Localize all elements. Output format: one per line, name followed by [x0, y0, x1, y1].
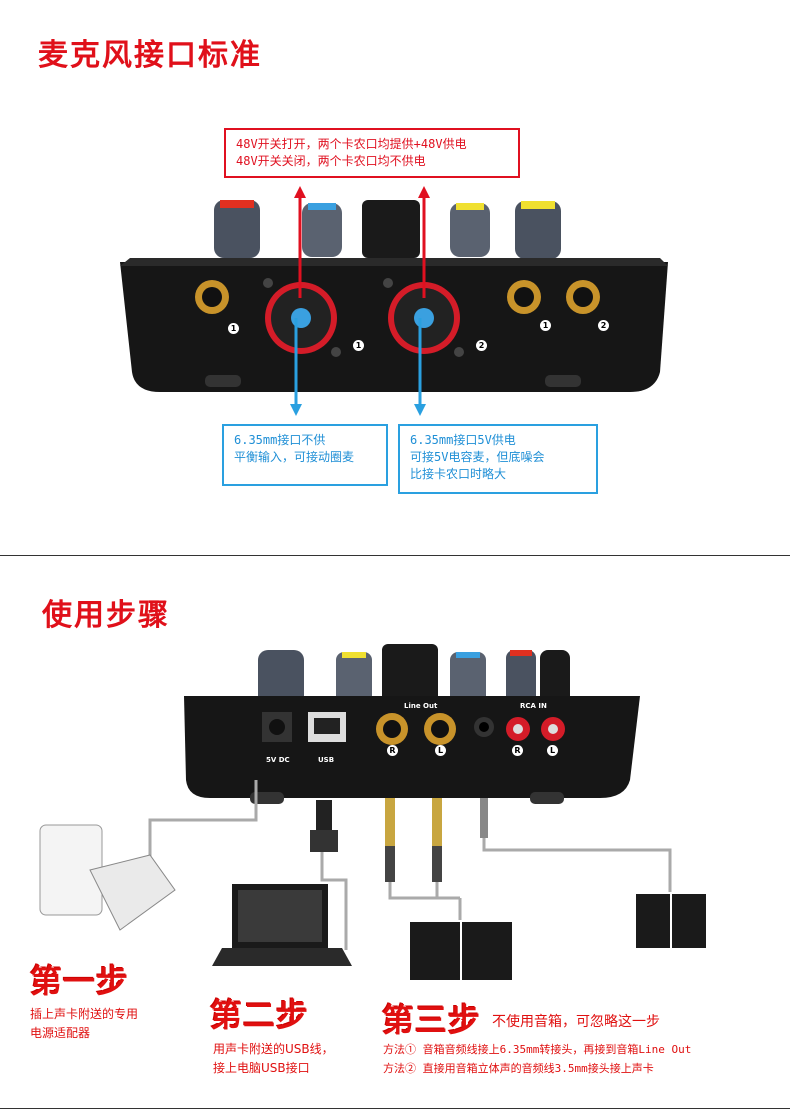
method-1: 方法① 音箱音频线接上6.35mm转接头，再接到音箱Line Out: [383, 1043, 692, 1056]
note-line: 比接卡农口时略大: [410, 467, 507, 481]
desc-line: 接上电脑USB接口: [213, 1061, 310, 1075]
channel-l-label: L: [547, 745, 558, 756]
section1-title: 麦克风接口标准: [38, 38, 262, 73]
knob-row: [214, 200, 561, 259]
step1-description: 插上声卡附送的专用 电源适配器: [30, 1005, 138, 1043]
jack-number: 2: [598, 320, 609, 331]
step2-description: 用声卡附送的USB线， 接上电脑USB接口: [213, 1040, 334, 1078]
device-front-illustration: [120, 186, 668, 416]
jack-number: 1: [353, 340, 364, 351]
note-line: 6.35mm接口5V供电: [410, 433, 516, 447]
step3-methods: 方法① 音箱音频线接上6.35mm转接头，再接到音箱Line Out 方法② 直…: [383, 1040, 691, 1078]
section2-title: 使用步骤: [42, 598, 170, 633]
bottom-divider: [0, 1108, 790, 1109]
note-line: 6.35mm接口不供: [234, 433, 326, 447]
note-line: 平衡输入，可接动圈麦: [234, 450, 355, 464]
step3-title: 第三步: [382, 1001, 482, 1039]
channel-r-label: R: [387, 745, 398, 756]
rca-in-label: RCA IN: [520, 702, 547, 710]
jack-number: 1: [540, 320, 551, 331]
jack-number: 1: [228, 323, 239, 334]
channel-l-label: L: [435, 745, 446, 756]
step2-title: 第二步: [210, 996, 310, 1034]
note-line: 48V开关关闭，两个卡农口均不供电: [236, 154, 426, 168]
channel-r-label: R: [512, 745, 523, 756]
right-input-note: 6.35mm接口5V供电 可接5V电容麦，但底噪会 比接卡农口时略大: [398, 424, 598, 494]
note-line: 48V开关打开，两个卡农口均提供+48V供电: [236, 137, 467, 151]
desc-line: 用声卡附送的USB线，: [213, 1042, 334, 1056]
step3-note: 不使用音箱，可忽略这一步: [492, 1014, 660, 1030]
method-2: 方法② 直接用音箱立体声的音频线3.5mm接头接上声卡: [383, 1062, 654, 1075]
step1-title: 第一步: [30, 962, 130, 1000]
jack-number: 2: [476, 340, 487, 351]
line-out-label: Line Out: [404, 702, 438, 710]
desc-line: 电源适配器: [30, 1026, 91, 1040]
usb-label: USB: [318, 756, 335, 764]
section-divider: [0, 555, 790, 556]
desc-line: 插上声卡附送的专用: [30, 1007, 139, 1021]
dc-label: 5V DC: [266, 756, 290, 764]
wiring-illustration: [39, 644, 706, 980]
left-input-note: 6.35mm接口不供 平衡输入，可接动圈麦: [222, 424, 388, 486]
note-line: 可接5V电容麦，但底噪会: [410, 450, 545, 464]
phantom-power-note: 48V开关打开，两个卡农口均提供+48V供电 48V开关关闭，两个卡农口均不供电: [224, 128, 520, 178]
